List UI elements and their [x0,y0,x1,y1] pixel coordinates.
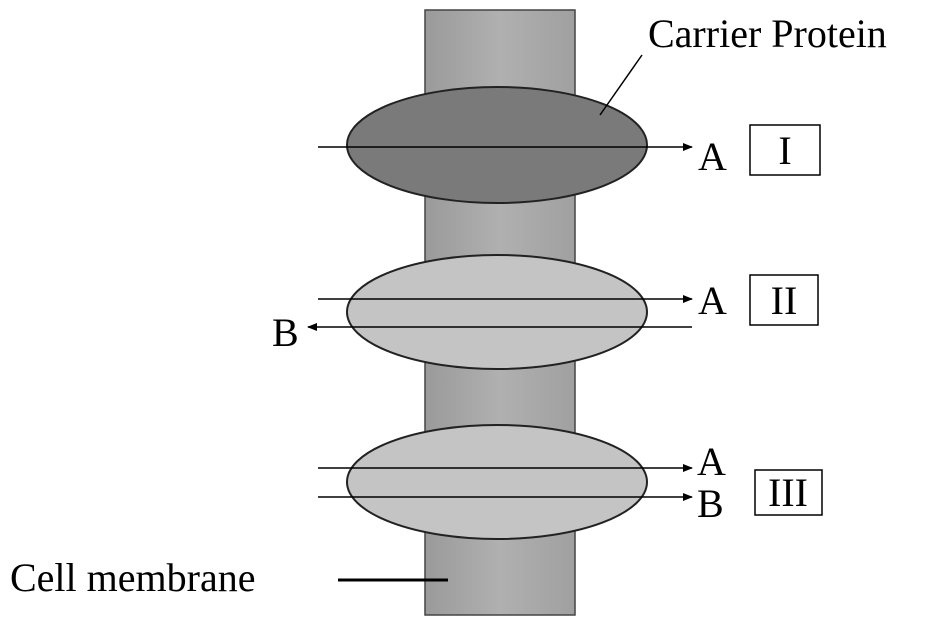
cell-membrane-label: Cell membrane [10,555,255,600]
numeral-box [754,469,823,516]
numeral: I [778,128,791,173]
label-a: A [697,439,726,484]
numeral-box [749,124,821,176]
label-b: B [697,481,724,526]
protein-ellipse [346,424,648,540]
carrier-protein-ii: A B II [272,254,819,370]
protein-ellipse [346,86,648,204]
numeral-box [749,274,819,326]
carrier-protein-i: A I [318,86,821,204]
carrier-protein-label: Carrier Protein [648,11,887,56]
label-a: A [698,278,727,323]
numeral: II [771,278,798,323]
carrier-protein-iii: A B III [318,424,823,540]
carrier-protein-pointer [599,54,643,116]
label-b: B [272,310,299,355]
protein-ellipse [346,254,648,370]
label-a: A [698,134,727,179]
numeral: III [768,470,808,515]
